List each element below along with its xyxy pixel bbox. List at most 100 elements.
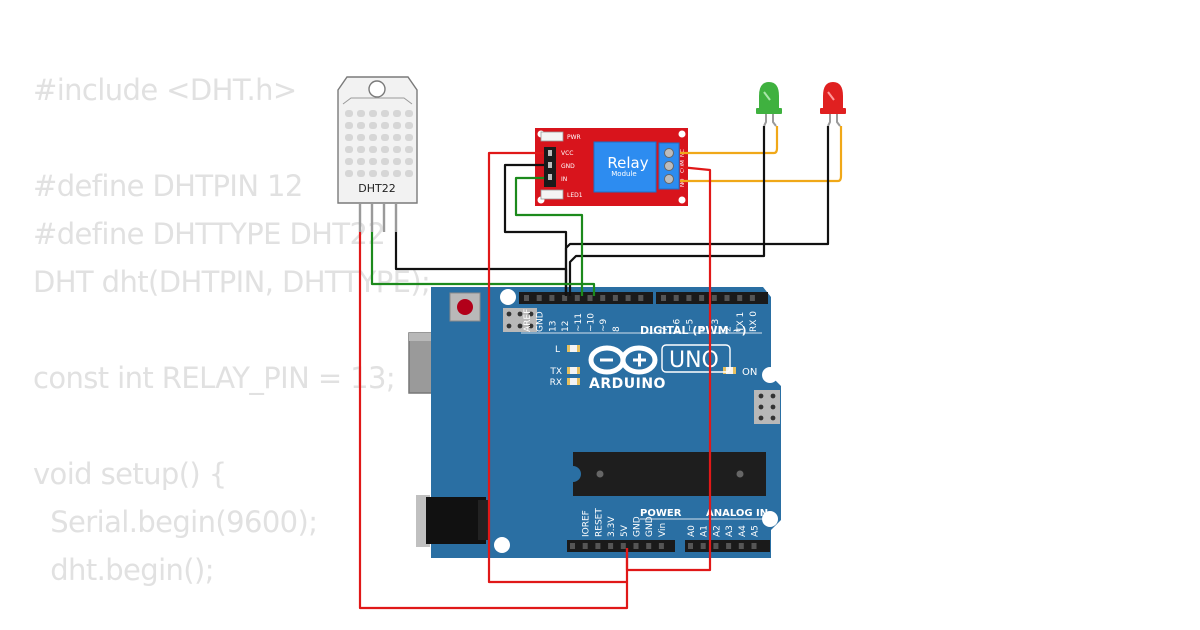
- digital-pin-label: 12: [561, 321, 571, 332]
- header-pin[interactable]: [608, 543, 614, 549]
- header-pin[interactable]: [749, 295, 755, 301]
- wire-dht-vcc-to-5v[interactable]: [358, 232, 629, 610]
- header-pin[interactable]: [661, 295, 666, 301]
- wire-dht-gnd[interactable]: [394, 232, 568, 296]
- header-pin[interactable]: [582, 543, 588, 549]
- header-pin[interactable]: [574, 295, 580, 301]
- grille-slot: [357, 146, 365, 153]
- grille-slot: [369, 110, 377, 117]
- wire-relay-in-to-pin13[interactable]: [514, 176, 584, 296]
- header-pin[interactable]: [595, 543, 601, 549]
- led-label: RX: [550, 378, 562, 388]
- relay-module[interactable]: PWR LED1 VCC GND IN Relay Module NO COM …: [535, 128, 688, 206]
- digital-pin-label: ~3: [711, 319, 721, 332]
- header-pin[interactable]: [751, 543, 757, 549]
- grille-slot: [405, 134, 413, 141]
- header-pin[interactable]: [562, 295, 568, 301]
- header-pin[interactable]: [549, 295, 555, 301]
- header-pin[interactable]: [625, 295, 631, 301]
- code-line: dht.begin();: [33, 553, 214, 587]
- digital-pin-label: ~9: [599, 318, 609, 332]
- grille-slot: [357, 158, 365, 165]
- relay-pin-label: VCC: [561, 150, 573, 157]
- dht22-sensor[interactable]: DHT22: [337, 76, 418, 232]
- wire-relay-nc-to-green-led[interactable]: [680, 126, 779, 155]
- digital-pin-label: GND: [536, 311, 546, 332]
- wire-relay-vcc-to-5v[interactable]: [487, 151, 627, 584]
- digital-pin-label: AREF: [523, 309, 533, 332]
- header-pin[interactable]: [633, 543, 639, 549]
- header-pin[interactable]: [738, 543, 744, 549]
- power-pin-label: RESET: [594, 508, 604, 537]
- grille-slot: [357, 170, 365, 177]
- code-line: #include <DHT.h>: [33, 73, 297, 107]
- digital-pin-label: 7: [660, 326, 670, 332]
- digital-header: [519, 292, 768, 304]
- grille-slot: [381, 170, 389, 177]
- wire-dht-data-to-pin12[interactable]: [370, 232, 596, 296]
- header-pin[interactable]: [620, 543, 626, 549]
- mount-hole: [368, 80, 386, 98]
- grille-slot: [345, 122, 353, 129]
- mount-hole: [494, 537, 510, 553]
- power-jack: [416, 495, 488, 547]
- grille-slot: [393, 158, 401, 165]
- header-pin[interactable]: [536, 295, 542, 301]
- green-led[interactable]: [756, 82, 782, 127]
- bottom-pin-row: [570, 543, 757, 549]
- wires: [358, 126, 843, 610]
- header-pin[interactable]: [699, 295, 705, 301]
- microcontroller-chip: [573, 452, 766, 496]
- power-pin-label: GND: [633, 516, 643, 537]
- digital-pin-label: 2: [724, 326, 734, 332]
- relay-subtitle: Module: [611, 170, 636, 178]
- header-pin[interactable]: [724, 295, 730, 301]
- led-label: ON: [742, 367, 757, 378]
- header-pin[interactable]: [737, 295, 743, 301]
- analog-pin-label: A1: [700, 525, 710, 537]
- wire-relay-no-to-red-led[interactable]: [680, 126, 843, 183]
- red-led[interactable]: [820, 82, 846, 127]
- analog-pin-label: A3: [725, 525, 735, 537]
- grille-slot: [357, 122, 365, 129]
- header-pin[interactable]: [612, 295, 618, 301]
- grille-slot: [405, 170, 413, 177]
- digital-pin-label: 4: [698, 326, 708, 332]
- grille-slot: [381, 146, 389, 153]
- wire-green-led-gnd[interactable]: [568, 126, 766, 296]
- digital-pin-label: ~10: [587, 313, 597, 332]
- header-pin[interactable]: [726, 543, 732, 549]
- grille-slot: [345, 158, 353, 165]
- arduino-brand: ARDUINO: [589, 376, 666, 392]
- header-pin[interactable]: [570, 543, 575, 549]
- code-line: Serial.begin(9600);: [33, 505, 318, 539]
- grille-slot: [369, 122, 377, 129]
- header-pin[interactable]: [686, 295, 692, 301]
- grille-slot: [393, 134, 401, 141]
- header-pin[interactable]: [700, 543, 706, 549]
- grille-slot: [393, 170, 401, 177]
- header-pin[interactable]: [658, 543, 664, 549]
- sensor-grille: [345, 110, 413, 177]
- relay-box: [593, 141, 657, 193]
- header-pin[interactable]: [673, 295, 679, 301]
- header-pin[interactable]: [587, 295, 593, 301]
- grille-slot: [405, 158, 413, 165]
- analog-header-label: ANALOG IN: [706, 508, 768, 519]
- power-pin-label: GND: [645, 516, 655, 537]
- wire-relay-com-to-5v[interactable]: [625, 165, 712, 572]
- header-pin[interactable]: [713, 543, 719, 549]
- mount-hole: [762, 511, 778, 527]
- header-pin[interactable]: [688, 543, 693, 549]
- arduino-model: UNO: [669, 348, 719, 373]
- header-pin[interactable]: [646, 543, 652, 549]
- relay-signal-led: [540, 189, 564, 200]
- wire-relay-gnd[interactable]: [503, 163, 568, 296]
- header-pin[interactable]: [524, 295, 529, 301]
- header-pin[interactable]: [638, 295, 644, 301]
- header-pin[interactable]: [711, 295, 717, 301]
- header-pin[interactable]: [600, 295, 606, 301]
